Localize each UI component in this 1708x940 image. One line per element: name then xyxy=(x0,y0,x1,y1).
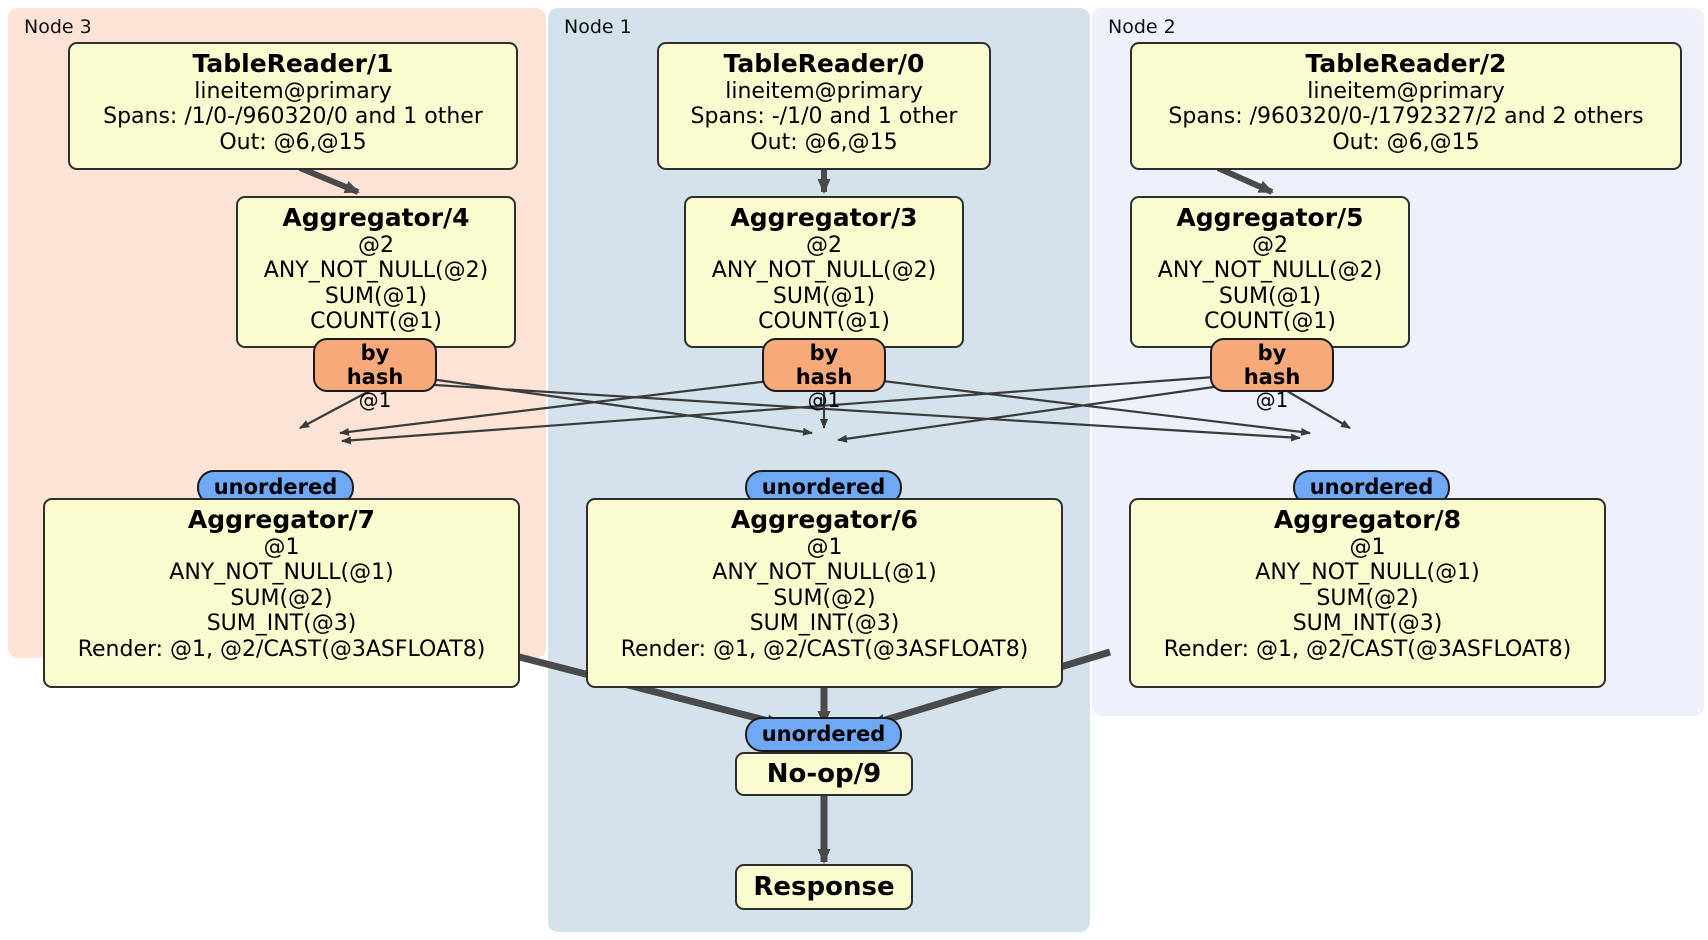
processor-detail-line: ANY_NOT_NULL(@2) xyxy=(1157,258,1383,284)
processor-detail-line: @2 xyxy=(806,232,842,258)
router-column-label: @1 xyxy=(1255,388,1289,413)
processor-detail-line: SUM_INT(@3) xyxy=(206,611,357,637)
processor-detail-line: @2 xyxy=(358,232,394,258)
node-label-node1: Node 1 xyxy=(564,16,632,38)
processor-title: Aggregator/3 xyxy=(730,203,918,232)
router-type-label: by hash xyxy=(346,341,404,389)
processor-detail-line: @2 xyxy=(1252,232,1288,258)
processor-title: TableReader/1 xyxy=(192,49,394,78)
processor-detail-line: Out: @6,@15 xyxy=(750,129,898,155)
router-by-hash-left[interactable]: by hash @1 xyxy=(313,338,437,411)
processor-detail-line: Spans: -/1/0 and 1 other xyxy=(690,104,958,130)
synchronizer-label: unordered xyxy=(1309,475,1434,499)
processor-detail-line: @1 xyxy=(1349,534,1386,560)
router-by-hash-right[interactable]: by hash @1 xyxy=(1210,338,1334,411)
processor-table-reader-1[interactable]: TableReader/1 lineitem@primary Spans: /1… xyxy=(68,42,518,170)
processor-detail-line: SUM(@2) xyxy=(230,585,333,611)
processor-aggregator-6[interactable]: Aggregator/6 @1 ANY_NOT_NULL(@1) SUM(@2)… xyxy=(586,498,1063,688)
processor-detail-line: @1 xyxy=(263,534,300,560)
processor-detail-line: @1 xyxy=(806,534,843,560)
processor-detail-line: SUM_INT(@3) xyxy=(1292,611,1443,637)
synchronizer-label: unordered xyxy=(761,475,886,499)
processor-detail-line: SUM(@1) xyxy=(1218,283,1322,309)
router-by-hash-center[interactable]: by hash @1 xyxy=(762,338,886,411)
processor-title: TableReader/2 xyxy=(1305,49,1507,78)
processor-detail-line: SUM(@1) xyxy=(772,283,876,309)
processor-aggregator-7[interactable]: Aggregator/7 @1 ANY_NOT_NULL(@1) SUM(@2)… xyxy=(43,498,520,688)
synchronizer-label: unordered xyxy=(213,475,338,499)
processor-render-line: Render: @1, @2/CAST(@3ASFLOAT8) xyxy=(1163,636,1572,662)
processor-detail-line: Out: @6,@15 xyxy=(1332,129,1480,155)
processor-title: Aggregator/6 xyxy=(730,505,919,534)
processor-detail-line: lineitem@primary xyxy=(194,78,392,104)
processor-detail-line: COUNT(@1) xyxy=(758,309,890,335)
processor-render-line: Render: @1, @2/CAST(@3ASFLOAT8) xyxy=(77,636,486,662)
node-label-node3: Node 3 xyxy=(24,16,92,38)
processor-detail-line: SUM_INT(@3) xyxy=(749,611,900,637)
processor-aggregator-5[interactable]: Aggregator/5 @2 ANY_NOT_NULL(@2) SUM(@1)… xyxy=(1130,196,1410,348)
processor-no-op-9[interactable]: No-op/9 xyxy=(735,752,913,796)
processor-title: Aggregator/5 xyxy=(1176,203,1364,232)
processor-table-reader-2[interactable]: TableReader/2 lineitem@primary Spans: /9… xyxy=(1130,42,1682,170)
processor-aggregator-3[interactable]: Aggregator/3 @2 ANY_NOT_NULL(@2) SUM(@1)… xyxy=(684,196,964,348)
processor-detail-line: Spans: /1/0-/960320/0 and 1 other xyxy=(103,104,483,130)
router-column-label: @1 xyxy=(807,388,841,413)
synchronizer-label: unordered xyxy=(761,722,886,746)
processor-title: Aggregator/8 xyxy=(1273,505,1462,534)
processor-detail-line: COUNT(@1) xyxy=(310,309,442,335)
processor-title: No-op/9 xyxy=(766,759,882,789)
processor-title: TableReader/0 xyxy=(723,49,925,78)
synchronizer-unordered-final[interactable]: unordered xyxy=(745,717,902,752)
processor-response[interactable]: Response xyxy=(735,864,913,910)
processor-detail-line: SUM(@1) xyxy=(324,283,428,309)
processor-detail-line: ANY_NOT_NULL(@1) xyxy=(1255,560,1480,586)
processor-detail-line: ANY_NOT_NULL(@1) xyxy=(169,560,394,586)
processor-table-reader-0[interactable]: TableReader/0 lineitem@primary Spans: -/… xyxy=(657,42,991,170)
router-type-label: by hash xyxy=(1243,341,1301,389)
router-column-label: @1 xyxy=(358,388,392,413)
processor-detail-line: ANY_NOT_NULL(@2) xyxy=(263,258,489,284)
processor-aggregator-4[interactable]: Aggregator/4 @2 ANY_NOT_NULL(@2) SUM(@1)… xyxy=(236,196,516,348)
node-label-node2: Node 2 xyxy=(1108,16,1176,38)
processor-detail-line: lineitem@primary xyxy=(1307,78,1505,104)
processor-title: Aggregator/4 xyxy=(282,203,470,232)
processor-detail-line: SUM(@2) xyxy=(773,585,876,611)
processor-title: Response xyxy=(753,872,895,902)
processor-detail-line: COUNT(@1) xyxy=(1204,309,1336,335)
processor-detail-line: SUM(@2) xyxy=(1316,585,1419,611)
router-type-label: by hash xyxy=(795,341,853,389)
processor-detail-line: Out: @6,@15 xyxy=(219,129,367,155)
processor-title: Aggregator/7 xyxy=(187,505,376,534)
processor-detail-line: ANY_NOT_NULL(@2) xyxy=(711,258,937,284)
processor-detail-line: Spans: /960320/0-/1792327/2 and 2 others xyxy=(1168,104,1644,130)
processor-render-line: Render: @1, @2/CAST(@3ASFLOAT8) xyxy=(620,636,1029,662)
processor-detail-line: ANY_NOT_NULL(@1) xyxy=(712,560,937,586)
processor-aggregator-8[interactable]: Aggregator/8 @1 ANY_NOT_NULL(@1) SUM(@2)… xyxy=(1129,498,1606,688)
processor-detail-line: lineitem@primary xyxy=(725,78,923,104)
